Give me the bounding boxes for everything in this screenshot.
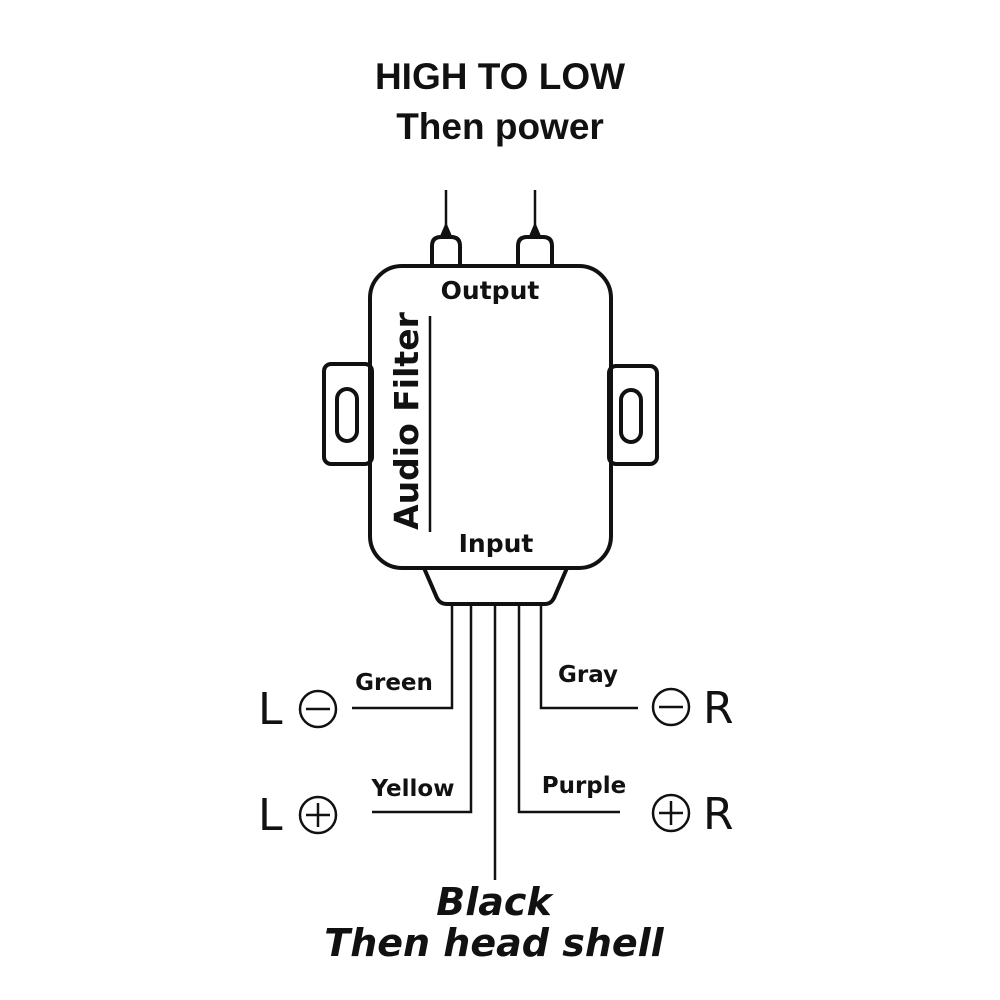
filter-box (368, 264, 613, 570)
output-connector-right (516, 190, 554, 266)
wire-green (352, 604, 454, 710)
output-label: Output (441, 276, 540, 305)
device-name: Audio Filter (387, 311, 426, 529)
right-positive-side: R (703, 789, 734, 840)
ground-line-1: Black (436, 880, 554, 924)
left-negative-side: L (258, 684, 283, 735)
wire-label-green: Green (355, 670, 433, 696)
plus-circle-icon (651, 793, 691, 833)
input-label: Input (459, 529, 534, 558)
wire-yellow (372, 604, 473, 814)
cable-boot (422, 567, 569, 606)
minus-circle-icon (298, 689, 338, 729)
left-positive-side: L (258, 790, 283, 841)
output-connector-left (430, 190, 462, 266)
wire-gray (539, 604, 638, 710)
title-line-2: Then power (396, 106, 604, 147)
wire-label-purple: Purple (542, 773, 627, 799)
mounting-tab-left (322, 362, 374, 466)
wire-label-yellow: Yellow (371, 776, 455, 802)
mounting-tab-right (607, 364, 659, 466)
ground-line-2: Then head shell (324, 921, 664, 965)
wire-label-gray: Gray (558, 662, 618, 688)
wire-purple (517, 604, 620, 814)
right-negative-side: R (703, 683, 734, 734)
plus-circle-icon (298, 795, 338, 835)
minus-circle-icon (651, 687, 691, 727)
title-line-1: HIGH TO LOW (374, 56, 626, 97)
